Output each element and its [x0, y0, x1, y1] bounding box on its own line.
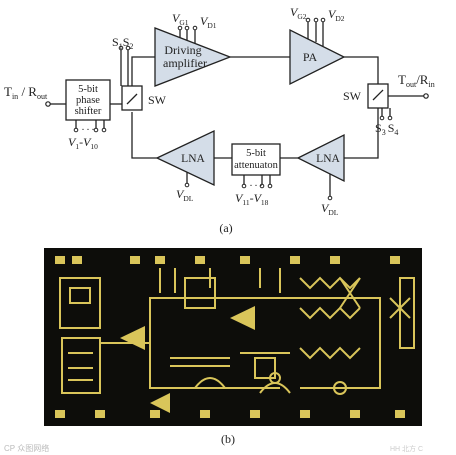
driving-amplifier-block — [154, 27, 232, 87]
watermark-right: HH 北方 C — [390, 444, 423, 453]
tout-rin-label: Tout/Rin — [398, 72, 435, 89]
sw-right-block — [367, 83, 389, 109]
caption-b: (b) — [221, 432, 235, 446]
lna-left-block — [155, 129, 215, 187]
attenuator-dots: . . . — [250, 178, 263, 189]
s1-s2-label: S1S2 — [112, 35, 133, 51]
vd1-label: VD1 — [200, 14, 217, 30]
phase-shifter-label-1: 5-bit — [78, 84, 98, 95]
lna-right-block — [296, 133, 345, 183]
phase-shifter-block — [65, 79, 111, 121]
phase-shifter-dots: . . . — [82, 122, 95, 133]
chip-traces — [55, 256, 415, 418]
lna-left-label: LNA — [181, 153, 205, 165]
vdl-left-label: VDL — [176, 187, 194, 203]
vdl-right-label: VDL — [321, 201, 339, 217]
signal-wires — [45, 17, 429, 201]
vg1-label: VG1 — [172, 11, 189, 27]
phase-shifter-label-3: shifter — [75, 106, 102, 117]
attenuator-label-2: attenuaton — [234, 160, 278, 171]
attenuator-block — [231, 143, 281, 176]
block-diagram-panel-a: 5-bit phase shifter . . . SW SW Driving … — [4, 5, 435, 235]
vg2-label: VG2 — [290, 5, 307, 21]
v11-v18-label: V11-V18 — [235, 191, 269, 207]
driving-amplifier-label-2: amplifier — [163, 56, 207, 70]
vd2-label: VD2 — [328, 7, 345, 23]
watermark-left: CP 众图网络 — [4, 443, 49, 453]
chip-photo-panel-b: CP 众图网络 HH 北方 C (b) — [4, 248, 423, 453]
tin-rout-label: Tin / Rout — [4, 84, 48, 101]
sw-right-label: SW — [343, 89, 362, 103]
pa-block — [289, 28, 346, 86]
sw-left-label: SW — [148, 93, 167, 107]
lna-right-label: LNA — [316, 153, 340, 165]
caption-a: (a) — [219, 221, 232, 235]
pa-label: PA — [303, 50, 318, 64]
phase-shifter-label-2: phase — [76, 95, 100, 106]
attenuator-label-1: 5-bit — [246, 148, 266, 159]
v1-v10-label: V1-V10 — [68, 135, 98, 151]
sw-left-block — [121, 85, 143, 111]
driving-amplifier-label-1: Driving — [164, 43, 201, 57]
